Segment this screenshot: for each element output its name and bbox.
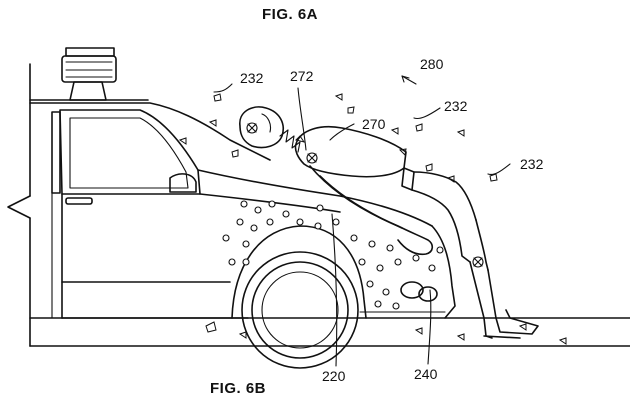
pedestrian-head bbox=[239, 106, 284, 149]
ref-272: 272 bbox=[290, 68, 314, 84]
vehicle-body bbox=[29, 99, 456, 319]
ref-270: 270 bbox=[362, 116, 386, 132]
break-line bbox=[7, 63, 31, 347]
flying-debris bbox=[178, 93, 567, 345]
pedestrian-legs bbox=[411, 189, 539, 339]
pedestrian-arm bbox=[309, 165, 434, 256]
pedestrian-hip bbox=[401, 167, 477, 221]
ref-240: 240 bbox=[414, 366, 438, 382]
ref-232-b: 232 bbox=[444, 98, 468, 114]
ref-232-a: 232 bbox=[240, 70, 264, 86]
figure-title-top: FIG. 6A bbox=[262, 6, 319, 23]
ref-280: 280 bbox=[420, 56, 444, 72]
front-wheel bbox=[241, 251, 359, 369]
ground-line bbox=[29, 317, 630, 347]
roof-sensor-icon bbox=[61, 47, 117, 101]
neck-spring-icon bbox=[279, 129, 301, 153]
adhesive-dots bbox=[222, 200, 444, 310]
ref-220: 220 bbox=[322, 368, 346, 384]
pedestrian-torso bbox=[294, 126, 407, 178]
figure-title-bottom: FIG. 6B bbox=[210, 380, 267, 397]
leader-lines bbox=[213, 75, 511, 367]
ref-232-c: 232 bbox=[520, 156, 544, 172]
